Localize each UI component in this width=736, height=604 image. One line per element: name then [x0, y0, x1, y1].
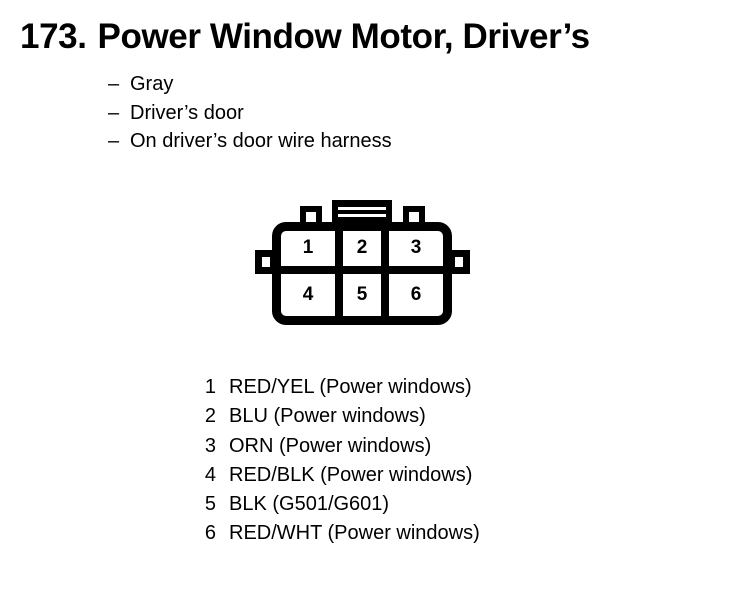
attribute-text: Driver’s door: [130, 101, 244, 124]
notch-inner: [409, 212, 419, 228]
pin-description: RED/BLK (Power windows): [229, 463, 473, 486]
pin-number: 2: [204, 405, 216, 428]
pin-number: 3: [204, 434, 216, 457]
connector-cavity-4: 4: [302, 283, 314, 305]
dash-bullet: –: [108, 101, 120, 124]
pin-legend: 1 RED/YEL (Power windows) 2 BLU (Power w…: [200, 373, 480, 549]
list-item: –Driver’s door: [108, 99, 392, 128]
pin-legend-row: 2 BLU (Power windows): [200, 402, 480, 431]
pin-number: 5: [204, 493, 216, 516]
page-title-text: Power Window Motor, Driver’s: [97, 17, 591, 56]
attribute-text: On driver’s door wire harness: [130, 130, 392, 152]
connector-diagram: 1 2 3 4 5 6: [255, 200, 470, 325]
connector-cavity-1: 1: [281, 231, 335, 274]
notch-inner: [306, 212, 316, 228]
attribute-list: –Gray –Driver’s door –On driver’s door w…: [108, 70, 392, 156]
pin-description: RED/YEL (Power windows): [229, 376, 472, 398]
pin-number: 6: [204, 522, 216, 545]
pin-description: BLU (Power windows): [229, 405, 426, 428]
connector-latch-tab-icon: [332, 200, 392, 226]
dash-bullet: –: [108, 73, 120, 95]
connector-side-tab-right-icon: [448, 250, 470, 274]
connector-side-tab-left-icon: [255, 250, 277, 274]
pin-legend-row: 3 ORN (Power windows): [200, 432, 480, 461]
connector-cavity-3: 3: [389, 231, 443, 274]
latch-slot: [338, 207, 386, 210]
page-title-number: 173.: [20, 17, 87, 56]
pin-legend-row: 6 RED/WHT (Power windows): [200, 519, 480, 548]
pin-description: RED/WHT (Power windows): [229, 522, 480, 545]
connector-cavity-2: 2: [335, 231, 389, 274]
pin-description: ORN (Power windows): [229, 434, 432, 457]
connector-body: [272, 222, 452, 325]
latch-slot: [338, 214, 386, 217]
pin-number: 1: [204, 376, 216, 398]
connector-cavity-6: 6: [410, 283, 422, 305]
dash-bullet: –: [108, 130, 120, 152]
pin-legend-row: 4 RED/BLK (Power windows): [200, 461, 480, 490]
pin-number: 4: [204, 463, 216, 486]
connector-cavity-grid: 1 2 3 4 5 6: [281, 231, 443, 316]
attribute-text: Gray: [130, 73, 174, 95]
page-title: 173. Power Window Motor, Driver’s: [20, 17, 591, 57]
pin-description: BLK (G501/G601): [229, 493, 390, 516]
connector-cavity-5: 5: [335, 273, 389, 316]
pin-legend-row: 1 RED/YEL (Power windows): [200, 373, 480, 402]
list-item: –On driver’s door wire harness: [108, 127, 392, 156]
pin-legend-row: 5 BLK (G501/G601): [200, 490, 480, 519]
list-item: –Gray: [108, 70, 392, 99]
